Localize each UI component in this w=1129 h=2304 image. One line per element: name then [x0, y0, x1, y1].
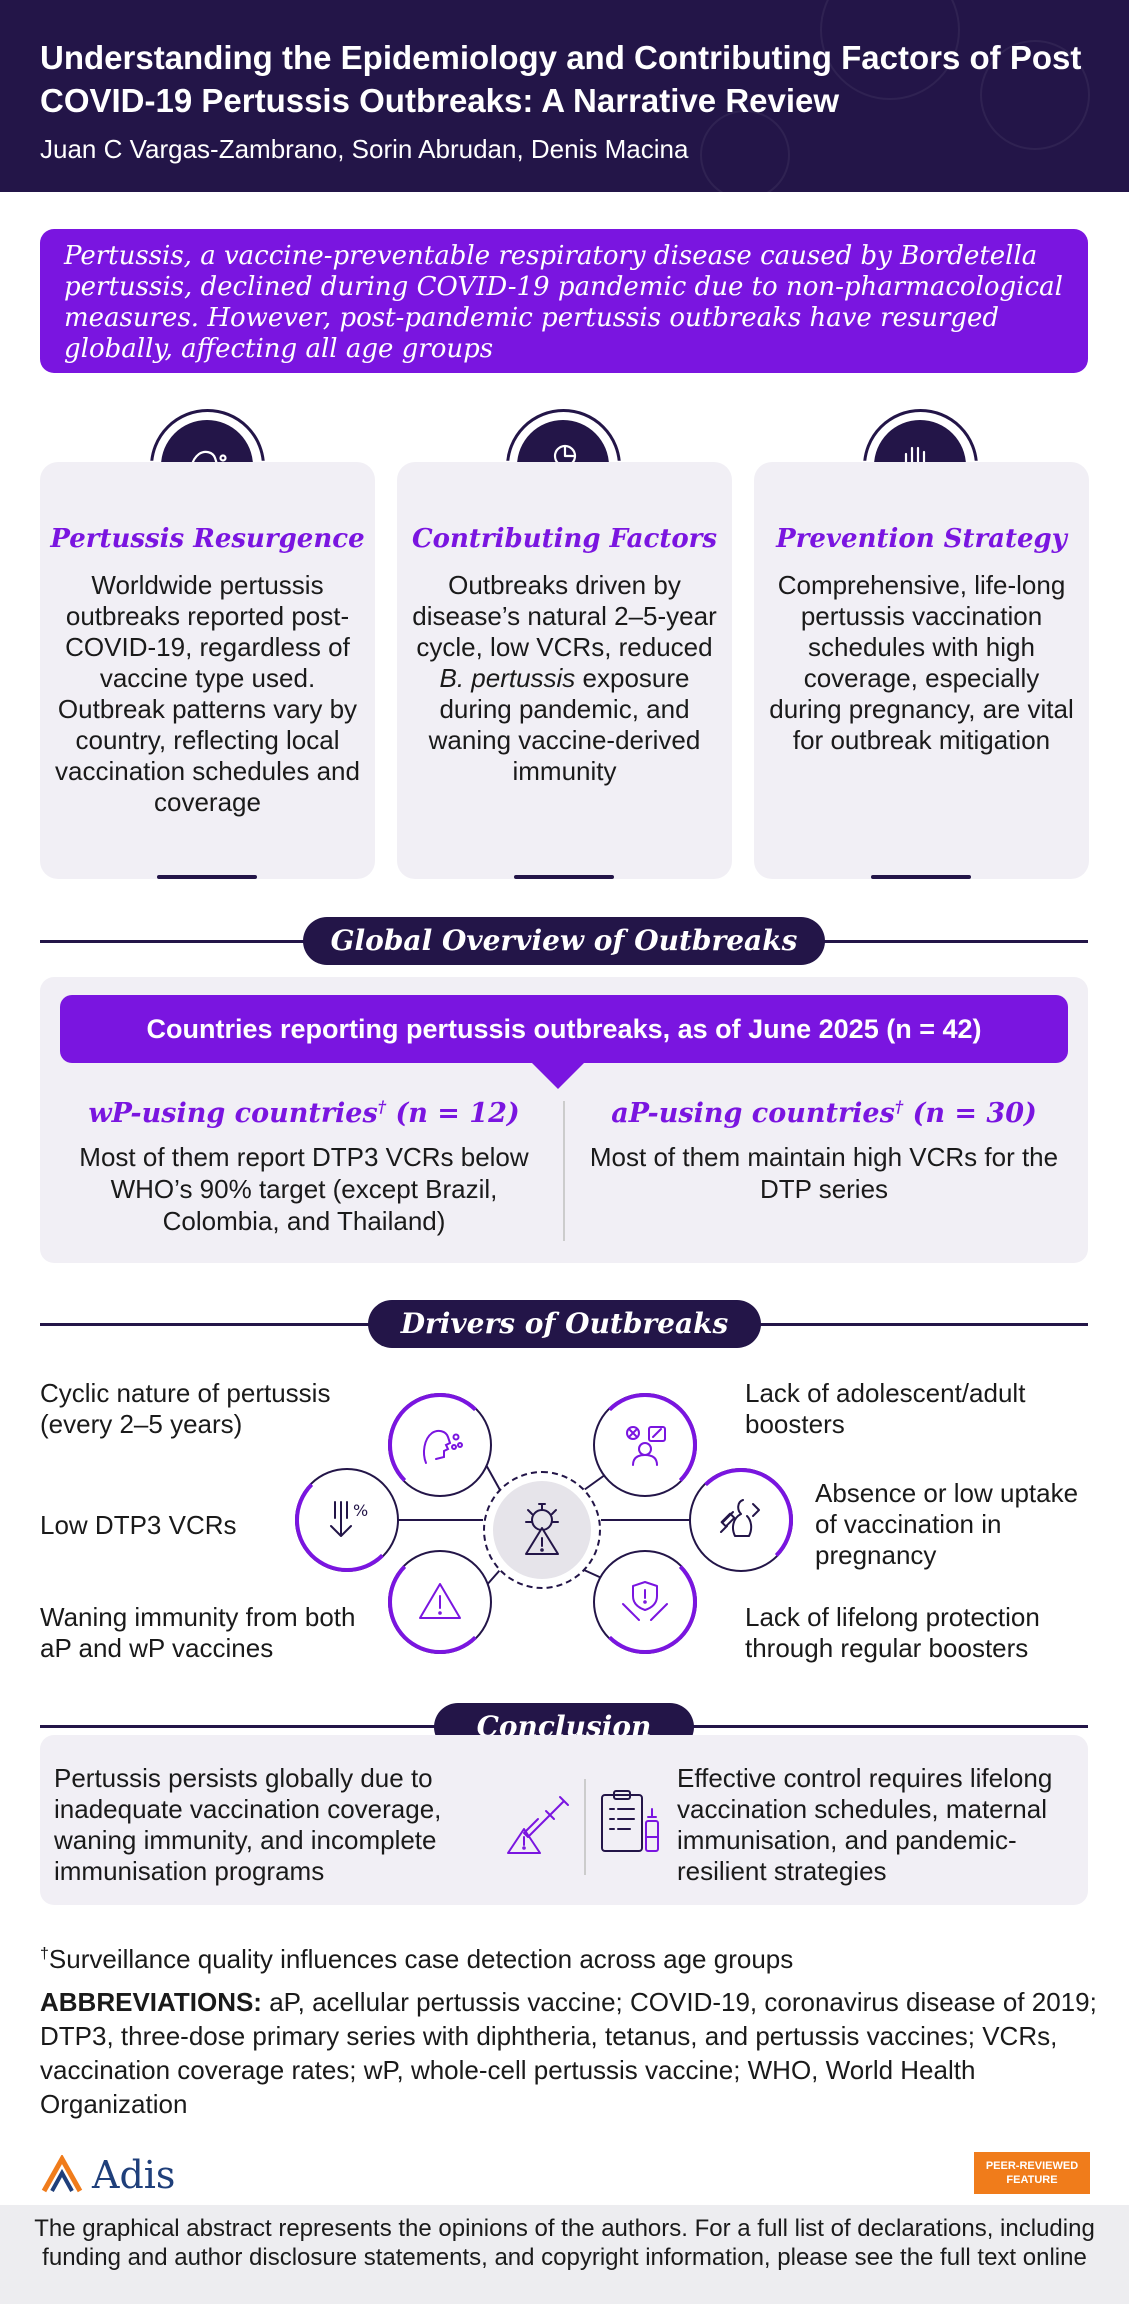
card-underline: [514, 875, 614, 879]
ap-text: Most of them maintain high VCRs for the …: [589, 1142, 1059, 1204]
footnote: †Surveillance quality influences case de…: [40, 1944, 794, 1974]
card-text: Comprehensive, life-long pertussis vacci…: [769, 570, 1074, 755]
driver-text-cyclic: Cyclic nature of pertussis (every 2–5 ye…: [40, 1378, 331, 1439]
driver-text-lifelong: Lack of lifelong protection through regu…: [745, 1602, 1040, 1663]
abbreviations: ABBREVIATIONS: aP, acellular pertussis v…: [40, 1987, 1097, 2119]
schedule-vial-icon: [601, 1790, 659, 1852]
driver-node-lifelong: [593, 1550, 697, 1654]
driver-text-waning: Waning immunity from both aP and wP vacc…: [40, 1602, 356, 1663]
driver-text-pregnancy: Absence or low uptake of vaccination in …: [815, 1478, 1079, 1570]
driver-node-cyclic: [388, 1393, 492, 1497]
page-title: Understanding the Epidemiology and Contr…: [40, 39, 1082, 119]
card-text: Outbreaks driven by disease’s natural 2–…: [412, 570, 717, 786]
adis-wordmark: Adis: [92, 2153, 176, 2197]
adis-logo: Adis: [40, 2153, 175, 2197]
virus-decoration: [700, 110, 790, 192]
intro-box: Pertussis, a vaccine-preventable respira…: [40, 229, 1088, 373]
ap-countries: aP-using countries† (n = 30) Most of the…: [584, 1097, 1064, 1205]
conclusion-right: Effective control requires lifelong vacc…: [677, 1763, 1053, 1886]
card-title: Contributing Factors: [411, 524, 718, 554]
card-underline: [157, 875, 257, 879]
driver-node-pregnancy: [689, 1468, 793, 1572]
conclusion-panel: Pertussis persists globally due to inade…: [40, 1735, 1088, 1905]
header-banner: Understanding the Epidemiology and Contr…: [0, 0, 1129, 192]
driver-node-boosters: [593, 1393, 697, 1497]
wp-countries: wP-using countries† (n = 12) Most of the…: [64, 1097, 544, 1237]
driver-text-boosters: Lack of adolescent/adult boosters: [745, 1378, 1026, 1439]
adis-logo-mark: [41, 2155, 83, 2193]
virus-decoration: [980, 40, 1090, 150]
conclusion-left: Pertussis persists globally due to inade…: [54, 1763, 442, 1886]
card-title: Pertussis Resurgence: [50, 524, 365, 554]
authors: Juan C Vargas-Zambrano, Sorin Abrudan, D…: [40, 134, 689, 164]
column-divider: [563, 1101, 565, 1241]
card-prevention-strategy: Prevention Strategy Comprehensive, life-…: [754, 462, 1089, 879]
disclaimer: The graphical abstract represents the op…: [0, 2205, 1129, 2304]
driver-node-low-dtp3: %: [295, 1468, 399, 1572]
conclusion-divider: [584, 1779, 586, 1875]
wp-heading: wP-using countries† (n = 12): [88, 1097, 520, 1129]
card-contributing-factors: Contributing Factors Outbreaks driven by…: [397, 462, 732, 879]
syringe-warning-icon: [507, 1796, 569, 1854]
section-title-overview: Global Overview of Outbreaks: [303, 917, 825, 965]
virus-warning-icon: [493, 1481, 591, 1579]
card-pertussis-resurgence: Pertussis Resurgence Worldwide pertussis…: [40, 462, 375, 879]
ap-heading: aP-using countries† (n = 30): [611, 1097, 1037, 1129]
overview-banner: Countries reporting pertussis outbreaks,…: [60, 995, 1068, 1063]
wp-text: Most of them report DTP3 VCRs below WHO’…: [79, 1142, 529, 1236]
banner-arrow: [530, 1061, 586, 1089]
section-title-drivers: Drivers of Outbreaks: [368, 1300, 761, 1348]
center-virus-warning: [483, 1471, 601, 1589]
card-text: Worldwide pertussis outbreaks reported p…: [55, 570, 360, 817]
driver-node-waning: [388, 1550, 492, 1654]
card-title: Prevention Strategy: [776, 524, 1067, 554]
overview-panel: Countries reporting pertussis outbreaks,…: [40, 977, 1088, 1263]
driver-text-low-dtp3: Low DTP3 VCRs: [40, 1510, 237, 1540]
card-underline: [871, 875, 971, 879]
